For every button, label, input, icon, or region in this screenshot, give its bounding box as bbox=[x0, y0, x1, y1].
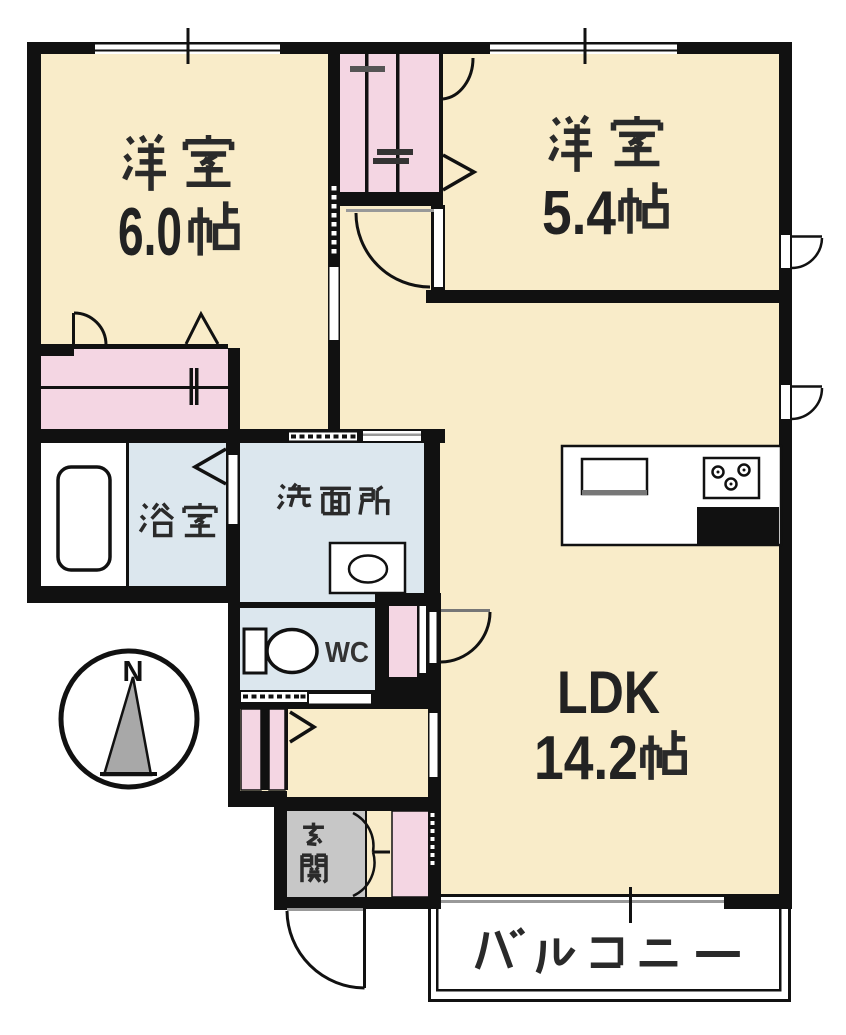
svg-text:6.0: 6.0 bbox=[118, 194, 182, 270]
svg-text:WC: WC bbox=[325, 637, 369, 669]
svg-text:5.4: 5.4 bbox=[542, 179, 616, 248]
svg-text:N: N bbox=[123, 656, 144, 688]
svg-text:14.2: 14.2 bbox=[534, 724, 638, 793]
svg-text:LDK: LDK bbox=[557, 659, 660, 726]
